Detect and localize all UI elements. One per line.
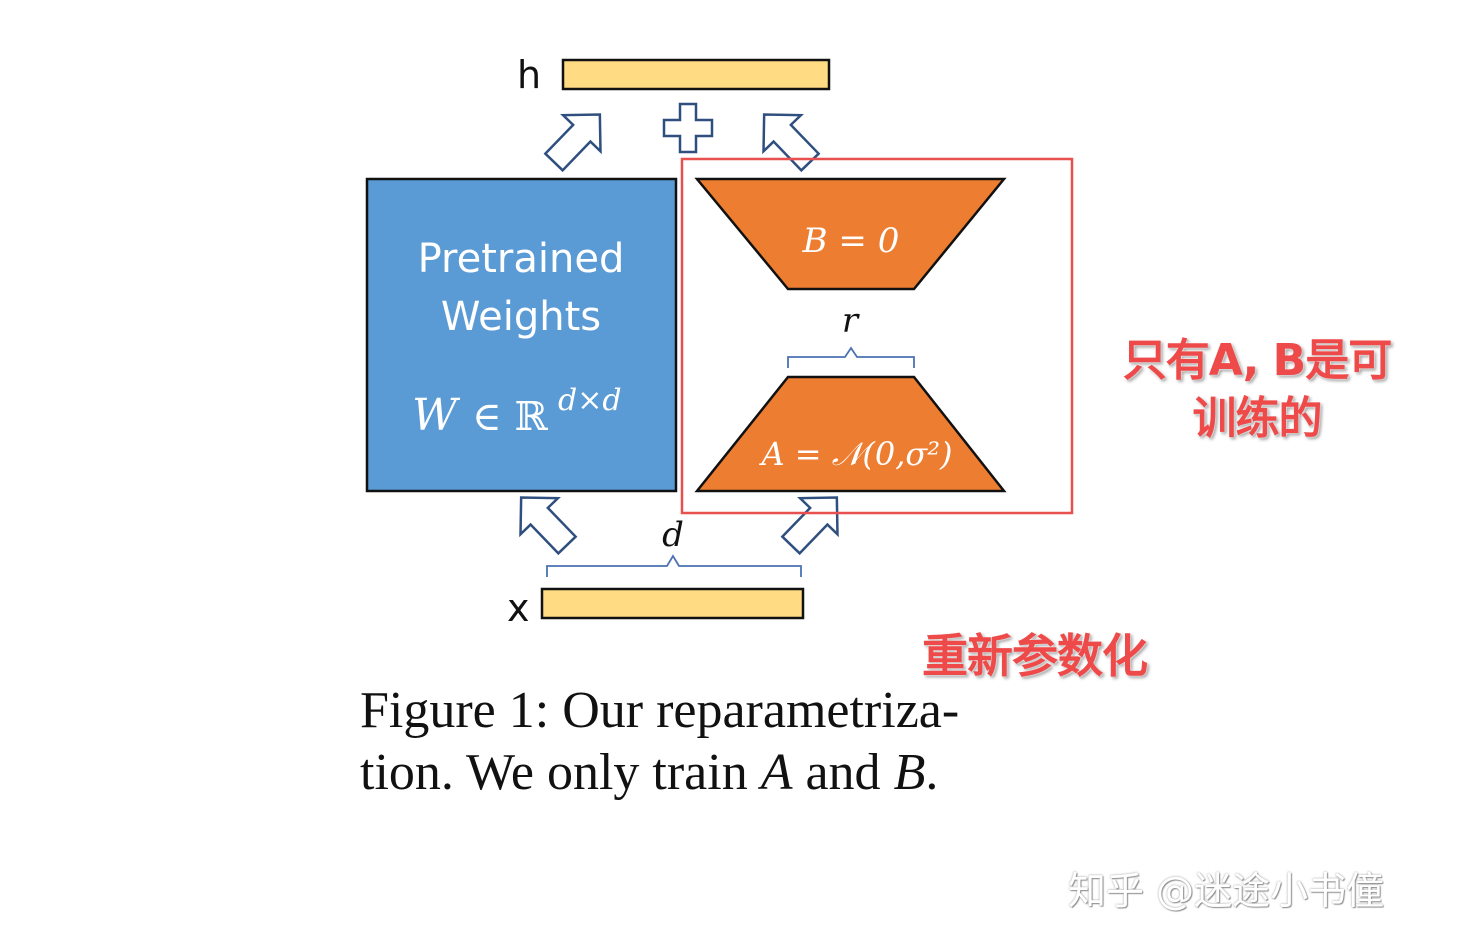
trainable-annotation-line1: 只有A, B是可 [1122, 335, 1392, 386]
caption-line2-start: tion. We only train [360, 744, 761, 801]
arrow-up-right-icon [543, 113, 602, 173]
pretrained-label: Pretrained [418, 236, 625, 282]
arrow-input-right-icon [780, 496, 839, 556]
r-brace [787, 346, 915, 368]
a-equation: A = 𝒩(0,σ²) [758, 435, 952, 473]
x-label: x [507, 586, 530, 630]
w-exponent: d×d [558, 383, 622, 418]
b-equation: B = 0 [802, 221, 900, 261]
trainable-highlight-box [680, 157, 1074, 515]
arrow-input-left-icon [519, 496, 578, 556]
caption-line1: Figure 1: Our reparametriza- [360, 682, 960, 739]
pretrained-weights-block [365, 177, 678, 493]
w-symbol: W [412, 390, 461, 441]
input-vector-x [540, 587, 805, 620]
d-label: d [662, 515, 684, 555]
caption-end: . [925, 744, 939, 801]
watermark: 知乎 @迷途小书僮 [1068, 869, 1385, 913]
output-vector-h [561, 58, 831, 91]
caption-var-a: A [760, 744, 793, 801]
weights-label: Weights [441, 294, 601, 340]
figure-caption: Figure 1: Our reparametriza- tion. We on… [360, 680, 1060, 804]
plus-icon [662, 102, 714, 154]
trainable-annotation: 只有A, B是可 训练的 [1112, 332, 1402, 448]
w-membership: ∈ ℝ [472, 394, 548, 440]
caption-var-b: B [893, 744, 926, 801]
h-label: h [517, 53, 541, 97]
d-brace [546, 554, 802, 577]
caption-line2: tion. We only train A and B. [360, 742, 1060, 804]
trainable-annotation-line2: 训练的 [1192, 393, 1323, 444]
reparametrization-annotation: 重新参数化 [922, 629, 1148, 683]
r-label: r [842, 301, 860, 341]
arrow-up-left-icon [762, 113, 821, 173]
caption-and: and [792, 744, 894, 801]
matrix-a-block [694, 375, 1007, 493]
matrix-b-block [694, 177, 1007, 291]
